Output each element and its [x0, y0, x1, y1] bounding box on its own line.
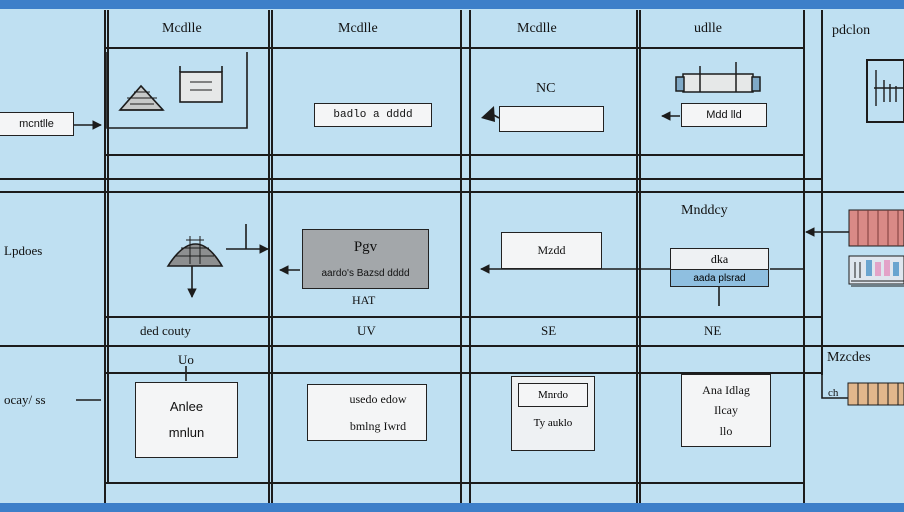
label-row2-right-header: Mnddcy — [681, 203, 728, 218]
process-box-row3-2-line2: bmlng Iwrd — [349, 418, 407, 433]
process-box-row3-1-line1: Anlee — [169, 399, 204, 415]
process-box-row2-right[interactable]: dka aada plsrad — [670, 248, 769, 287]
row-label-1-text: mcntlle — [19, 117, 54, 130]
process-box-row3-4-line2: Ilcay — [714, 403, 738, 418]
process-box-row3-2-line1: usedo edow — [349, 392, 407, 407]
process-box-row2-right-sub: aada plsrad — [671, 269, 768, 286]
label-uo: Uo — [178, 352, 194, 367]
process-box-row3-1-line2: mnlun — [168, 425, 205, 440]
process-box-row3-3-line2: Ty auklo — [533, 417, 573, 429]
empty-box-row1[interactable] — [499, 106, 604, 132]
row-label-1: mcntlle — [0, 112, 74, 136]
column-header-1: Mcdlle — [162, 21, 202, 36]
process-box-row3-3[interactable]: Mnrdo Ty auklo — [511, 376, 595, 451]
process-box-row2-middle[interactable]: Mzdd — [501, 232, 602, 269]
process-box-row1-center[interactable]: badlo a dddd — [314, 103, 432, 127]
label-row3-right-small: ch — [828, 387, 839, 399]
label-row3-right-header: Mzcdes — [827, 350, 871, 365]
process-box-row3-1[interactable]: Anlee mnlun — [135, 382, 238, 458]
process-box-row3-4-line3: llo — [719, 423, 733, 438]
strip-label-se: SE — [541, 323, 557, 338]
process-box-row2-middle-label: Mzdd — [537, 243, 566, 258]
row-label-3: ocay/ ss — [4, 392, 46, 407]
process-box-pgv[interactable]: Pgv aardo's Bazsd dddd — [302, 229, 429, 289]
column-header-3: Mcdlle — [517, 21, 557, 36]
process-box-row3-4[interactable]: Ana Idlag Ilcay llo — [681, 374, 771, 447]
window-bottom-edge — [0, 503, 904, 512]
process-box-row1-right-label: Mdd lld — [706, 108, 742, 121]
bar-cluster-bottom — [848, 255, 904, 287]
process-box-pgv-title: Pgv — [353, 239, 378, 256]
bar-cluster-top — [848, 209, 904, 247]
process-box-row3-4-line1: Ana Idlag — [702, 383, 750, 398]
process-box-pgv-caption: aardo's Bazsd dddd — [321, 268, 410, 280]
column-header-5: pdclon — [832, 23, 871, 38]
column-header-4: udlle — [694, 21, 722, 36]
node-label-nc: NC — [536, 81, 556, 96]
process-box-row3-2[interactable]: usedo edow bmlng Iwrd — [307, 384, 427, 441]
window-top-edge — [0, 0, 904, 9]
row-label-2: Lpdoes — [4, 243, 43, 258]
strip-label-ne: NE — [704, 323, 722, 338]
process-box-row2-right-title: dka — [710, 251, 729, 266]
process-box-row3-3-inner: Mnrdo — [518, 383, 588, 407]
label-hat: HAT — [352, 293, 376, 307]
strip-label-uv: UV — [357, 323, 376, 338]
process-box-row1-right[interactable]: Mdd lld — [681, 103, 767, 127]
strip-label-left: ded couty — [140, 323, 191, 338]
process-box-row1-center-label: badlo a dddd — [333, 108, 413, 121]
column-header-2: Mcdlle — [338, 21, 378, 36]
process-box-row3-3-line1: Mnrdo — [538, 389, 568, 401]
